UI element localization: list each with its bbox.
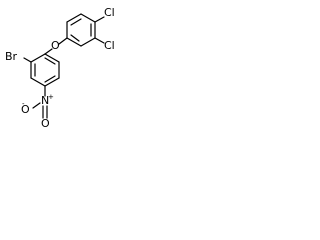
nitrogen-label: N [41,94,49,107]
bond-cl-upper [94,16,105,23]
nitro-oxygen-left-label: O [21,103,30,116]
bond-cl-lower [94,37,105,44]
ether-oxygen-label: O [51,39,60,52]
upper-ring [66,13,96,47]
bromine-label: Br [5,50,18,63]
bond-nitrogen-oxygen-left [32,102,41,109]
bond-ring1-oxygen [58,37,68,45]
nitro-oxygen-bottom-label: O [41,117,50,130]
molecule-structure: Cl Cl O Br N + O - O [5,6,115,130]
nitrogen-charge: + [48,93,54,101]
chlorine-upper-label: Cl [104,6,115,19]
bond-bromine [23,57,32,63]
bond-oxygen-ring2 [44,48,53,55]
chlorine-lower-label: Cl [104,39,115,52]
lower-ring [30,53,60,87]
nitro-oxygen-left-charge: - [22,100,25,108]
